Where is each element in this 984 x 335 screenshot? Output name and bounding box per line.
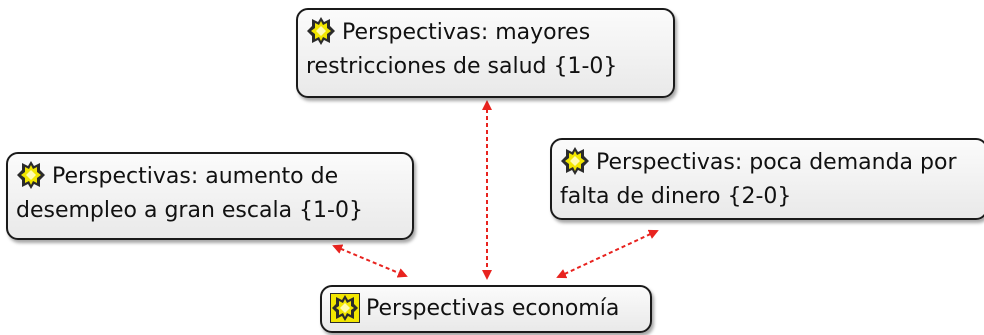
node-left-line2: desempleo a gran escala {1-0} (16, 198, 363, 223)
gem-code-icon (560, 146, 590, 176)
code-node-poca-demanda[interactable]: Perspectivas: poca demanda por falta de … (550, 138, 984, 220)
code-node-desempleo[interactable]: Perspectivas: aumento de desempleo a gra… (6, 152, 414, 240)
node-top-line2: restricciones de salud {1-0} (306, 54, 618, 79)
node-right-line2: falta de dinero {2-0} (560, 184, 792, 209)
gem-code-group-icon (330, 293, 360, 323)
edge-left-center[interactable] (332, 244, 408, 278)
gem-code-icon (306, 16, 336, 46)
node-center-label: Perspectivas economía (366, 296, 620, 321)
node-right-line1: Perspectivas: poca demanda por (596, 150, 957, 175)
edge-right-center[interactable] (556, 229, 659, 279)
node-top-line1: Perspectivas: mayores (342, 20, 591, 45)
code-node-perspectivas-economia[interactable]: Perspectivas economía (320, 285, 652, 333)
code-node-restricciones-salud[interactable]: Perspectivas: mayores restricciones de s… (296, 8, 675, 98)
node-left-line1: Perspectivas: aumento de (52, 164, 339, 189)
gem-code-icon (16, 160, 46, 190)
